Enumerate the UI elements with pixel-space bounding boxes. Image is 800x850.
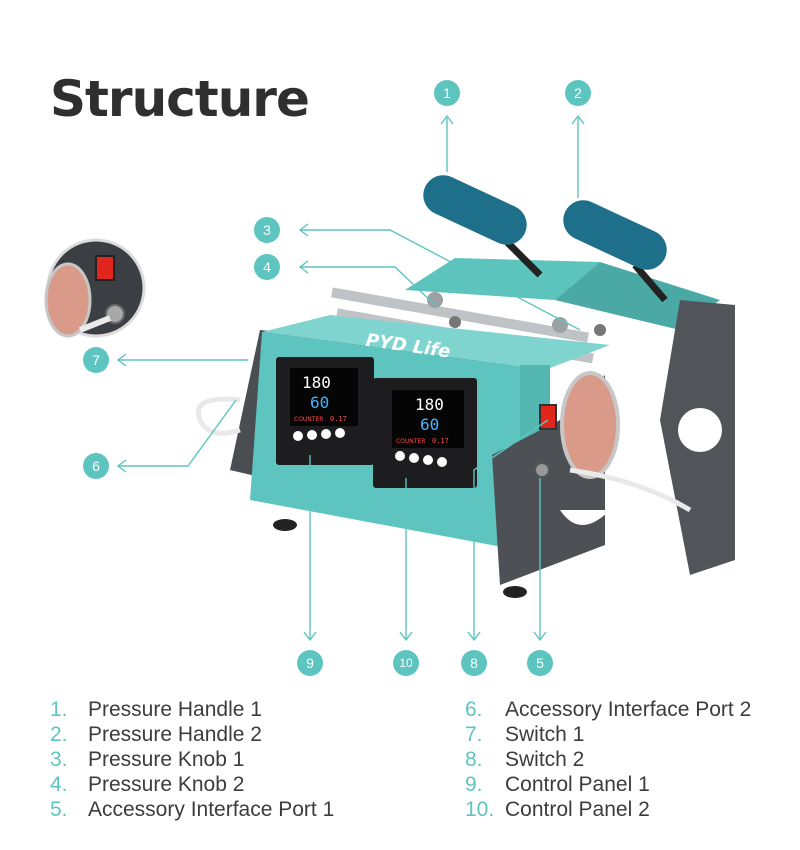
callout-3: 3 xyxy=(254,217,280,243)
legend-number: 10. xyxy=(465,798,495,821)
callout-lines xyxy=(116,114,585,642)
callout-10: 10 xyxy=(393,650,419,676)
display-2-actual-temp: 60 xyxy=(420,415,439,434)
control-panel-1: 180 60 COUNTER 0.17 xyxy=(276,357,374,465)
legend-item: 9. Control Panel 1 xyxy=(465,772,751,797)
callout-2: 2 xyxy=(565,80,591,106)
display-1-set-temp: 180 xyxy=(302,373,331,392)
legend-number: 1. xyxy=(50,698,68,721)
product-illustration: PYD Life 180 60 COUNTER 0.17 180 60 COUN… xyxy=(44,114,735,642)
legend-number: 8. xyxy=(465,748,483,771)
legend-number: 5. xyxy=(50,798,68,821)
legend-label: Accessory Interface Port 1 xyxy=(88,798,335,821)
legend-item: 6. Accessory Interface Port 2 xyxy=(465,697,751,722)
legend-label: Switch 2 xyxy=(505,748,585,771)
callout-1: 1 xyxy=(434,80,460,106)
callout-5: 5 xyxy=(527,650,553,676)
callout-7: 7 xyxy=(83,347,109,373)
callout-6: 6 xyxy=(83,453,109,479)
display-2-counter-label: COUNTER xyxy=(396,438,425,445)
legend-number: 4. xyxy=(50,773,68,796)
callout-4: 4 xyxy=(254,254,280,280)
pressure-handle-1 xyxy=(423,175,543,278)
legend-number: 7. xyxy=(465,723,483,746)
legend-label: Switch 1 xyxy=(505,723,585,746)
legend-right: 6.Accessory Interface Port 2 7.Switch 1 … xyxy=(465,697,751,822)
legend-item: 3. Pressure Knob 1 xyxy=(50,747,334,772)
switch-inset xyxy=(44,238,146,338)
display-1-counter-label: COUNTER xyxy=(294,416,323,423)
legend-label: Pressure Knob 1 xyxy=(88,748,245,771)
legend-number: 2. xyxy=(50,723,68,746)
legend-item: 2. Pressure Handle 2 xyxy=(50,722,334,747)
page-title: Structure xyxy=(50,70,310,128)
legend-number: 6. xyxy=(465,698,483,721)
control-panel-2: 180 60 COUNTER 0.17 xyxy=(373,378,477,488)
legend-label: Pressure Handle 1 xyxy=(88,698,262,721)
legend-label: Accessory Interface Port 2 xyxy=(505,698,752,721)
legend-item: 4. Pressure Knob 2 xyxy=(50,772,334,797)
legend-number: 3. xyxy=(50,748,68,771)
legend-label: Pressure Handle 2 xyxy=(88,723,262,746)
display-2-counter-value: 0.17 xyxy=(432,437,449,445)
legend-item: 10. Control Panel 2 xyxy=(465,797,751,822)
legend-label: Control Panel 1 xyxy=(505,773,650,796)
display-1-counter-value: 0.17 xyxy=(330,415,347,423)
callout-9: 9 xyxy=(297,650,323,676)
legend-item: 1. Pressure Handle 1 xyxy=(50,697,334,722)
legend-item: 7. Switch 1 xyxy=(465,722,751,747)
legend-number: 9. xyxy=(465,773,483,796)
legend-item: 5. Accessory Interface Port 1 xyxy=(50,797,334,822)
pressure-handle-2 xyxy=(563,200,668,303)
legend-label: Pressure Knob 2 xyxy=(88,773,245,796)
display-1-actual-temp: 60 xyxy=(310,393,329,412)
callout-8: 8 xyxy=(461,650,487,676)
legend-item: 8. Switch 2 xyxy=(465,747,751,772)
display-2-set-temp: 180 xyxy=(415,395,444,414)
legend-label: Control Panel 2 xyxy=(505,798,650,821)
legend-left: 1.Pressure Handle 1 2.Pressure Handle 2 … xyxy=(50,697,334,822)
